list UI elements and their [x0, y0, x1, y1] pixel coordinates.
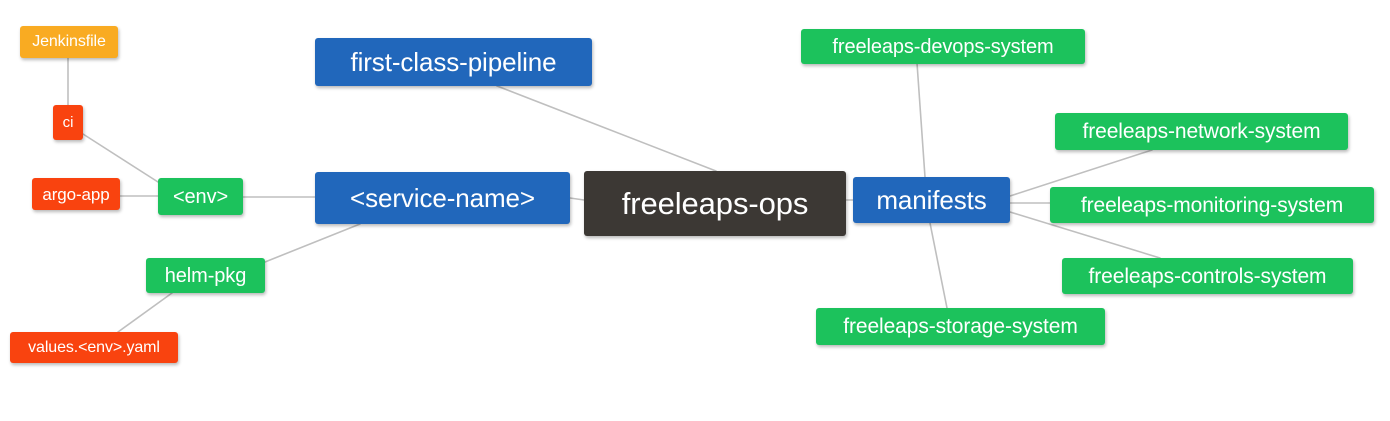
node-service-name[interactable]: <service-name>: [315, 172, 570, 224]
node-freeleaps-storage-system[interactable]: freeleaps-storage-system: [816, 308, 1105, 345]
node-freeleaps-monitoring-system[interactable]: freeleaps-monitoring-system: [1050, 187, 1374, 223]
edge-freeleaps-ops-to-service-name: [569, 197, 585, 201]
node-helm-pkg[interactable]: helm-pkg: [146, 258, 265, 293]
node-label-jenkinsfile: Jenkinsfile: [32, 33, 106, 50]
node-manifests[interactable]: manifests: [853, 177, 1010, 223]
node-label-helm-pkg: helm-pkg: [164, 264, 247, 287]
node-label-env: <env>: [172, 185, 229, 208]
node-freeleaps-network-system[interactable]: freeleaps-network-system: [1055, 113, 1348, 150]
node-values-env-yaml[interactable]: values.<env>.yaml: [10, 332, 178, 363]
edge-manifests-to-freeleaps-storage-system: [929, 222, 948, 309]
node-env[interactable]: <env>: [158, 178, 243, 215]
node-freeleaps-controls-system[interactable]: freeleaps-controls-system: [1062, 258, 1353, 294]
node-label-freeleaps-monitoring-system: freeleaps-monitoring-system: [1080, 193, 1344, 217]
node-label-freeleaps-devops-system: freeleaps-devops-system: [832, 35, 1054, 58]
node-label-values-env-yaml: values.<env>.yaml: [28, 338, 160, 356]
node-argo-app[interactable]: argo-app: [32, 178, 120, 210]
node-label-manifests: manifests: [876, 185, 987, 215]
edge-freeleaps-ops-to-first-class-pipeline: [496, 85, 717, 172]
node-label-ci: ci: [62, 114, 74, 131]
edge-manifests-to-freeleaps-devops-system: [916, 62, 926, 178]
edge-helm-pkg-to-values-env-yaml: [117, 292, 173, 333]
node-ci[interactable]: ci: [53, 105, 83, 140]
node-label-freeleaps-storage-system: freeleaps-storage-system: [843, 315, 1078, 338]
node-label-freeleaps-network-system: freeleaps-network-system: [1082, 120, 1321, 143]
edge-service-name-to-helm-pkg: [264, 223, 361, 263]
node-label-freeleaps-ops: freeleaps-ops: [621, 186, 809, 221]
node-label-freeleaps-controls-system: freeleaps-controls-system: [1088, 264, 1327, 288]
node-first-class-pipeline[interactable]: first-class-pipeline: [315, 38, 592, 86]
node-jenkinsfile[interactable]: Jenkinsfile: [20, 26, 118, 58]
node-label-service-name: <service-name>: [349, 183, 536, 213]
node-label-first-class-pipeline: first-class-pipeline: [350, 47, 557, 77]
node-label-argo-app: argo-app: [42, 184, 110, 204]
node-freeleaps-devops-system[interactable]: freeleaps-devops-system: [801, 29, 1085, 64]
edge-env-to-ci: [82, 133, 159, 183]
node-freeleaps-ops[interactable]: freeleaps-ops: [584, 171, 846, 236]
